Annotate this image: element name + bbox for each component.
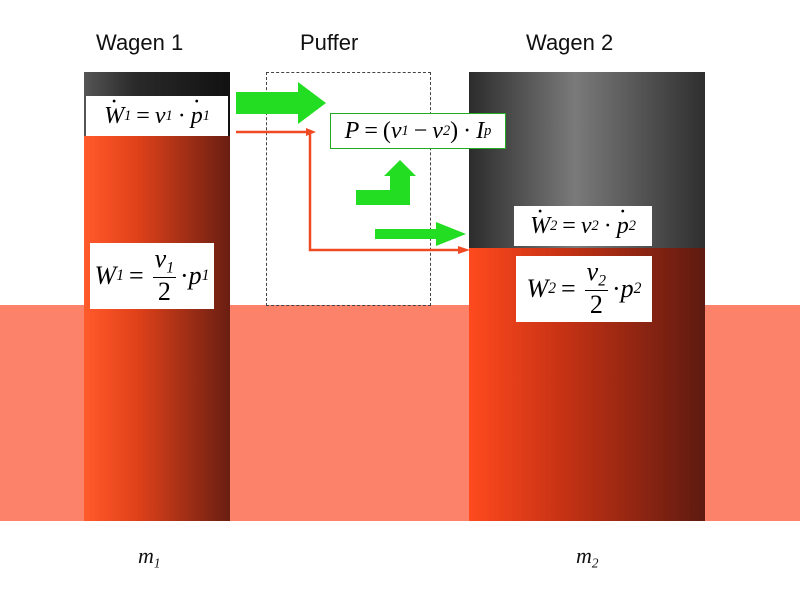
- mass-1-symbol: m: [138, 543, 154, 568]
- w1dot-sub: 1: [124, 107, 132, 124]
- w1dot-v: v: [154, 102, 166, 129]
- mass-1-sub: 1: [153, 555, 161, 571]
- puffer-box: [266, 72, 431, 306]
- w2-numsub: 2: [598, 272, 606, 290]
- power-v1: v: [390, 117, 402, 144]
- power-symbol: P: [344, 117, 360, 144]
- w2-psub: 2: [633, 280, 642, 297]
- w2dot-p: p: [617, 213, 629, 240]
- red-arrowhead-top: [306, 128, 316, 136]
- w1-numsub: 1: [166, 259, 174, 277]
- power-i: I: [476, 117, 485, 144]
- puffer-label: Puffer: [300, 30, 359, 55]
- w1-num: v: [154, 244, 167, 274]
- mass-2-label: m2: [576, 543, 598, 572]
- green-arrow-top: [236, 82, 326, 124]
- power-v1sub: 1: [401, 122, 409, 139]
- w2dot-symbol: W: [530, 213, 550, 240]
- mass-2-sub: 2: [591, 555, 599, 571]
- w1dot-p: p: [191, 103, 203, 130]
- w2dot-sub: 2: [550, 217, 558, 234]
- wagen-2-label: Wagen 2: [526, 30, 614, 55]
- w1-psub: 1: [201, 267, 210, 284]
- w1-sub: 1: [116, 267, 124, 284]
- w2-p: p: [620, 274, 634, 303]
- w2-fraction: v2 2: [584, 257, 608, 319]
- formula-w2-rate: W2 = v2 · p2: [514, 206, 652, 246]
- w1-den: 2: [157, 277, 171, 306]
- power-isub: p: [484, 122, 492, 139]
- w2dot-v: v: [580, 212, 592, 239]
- w1dot-symbol: W: [104, 103, 124, 130]
- red-arrowhead-bottom: [458, 246, 470, 254]
- power-v2: v: [432, 117, 443, 144]
- w1-p: p: [188, 261, 202, 290]
- w1-symbol: W: [94, 261, 117, 290]
- red-flow-line: [236, 130, 460, 252]
- power-v2sub: 2: [442, 122, 451, 139]
- w2-den: 2: [589, 290, 603, 319]
- wagen-1-energy-block: [84, 136, 230, 521]
- w1dot-psub: 1: [202, 107, 210, 124]
- w2-sub: 2: [548, 280, 556, 297]
- w2dot-psub: 2: [628, 217, 636, 234]
- w1dot-vsub: 1: [165, 107, 173, 124]
- w1-fraction: v1 2: [152, 244, 176, 306]
- green-arrow-up: [356, 160, 416, 205]
- w2dot-vsub: 2: [591, 217, 599, 234]
- wagen-1-label: Wagen 1: [96, 30, 184, 55]
- w2-num: v: [586, 257, 599, 287]
- green-arrow-small: [375, 222, 466, 246]
- mass-1-label: m1: [138, 543, 160, 572]
- mass-2-symbol: m: [576, 543, 592, 568]
- w2-symbol: W: [526, 274, 549, 303]
- formula-w1-rate: W1 = v1 · p1: [86, 96, 228, 136]
